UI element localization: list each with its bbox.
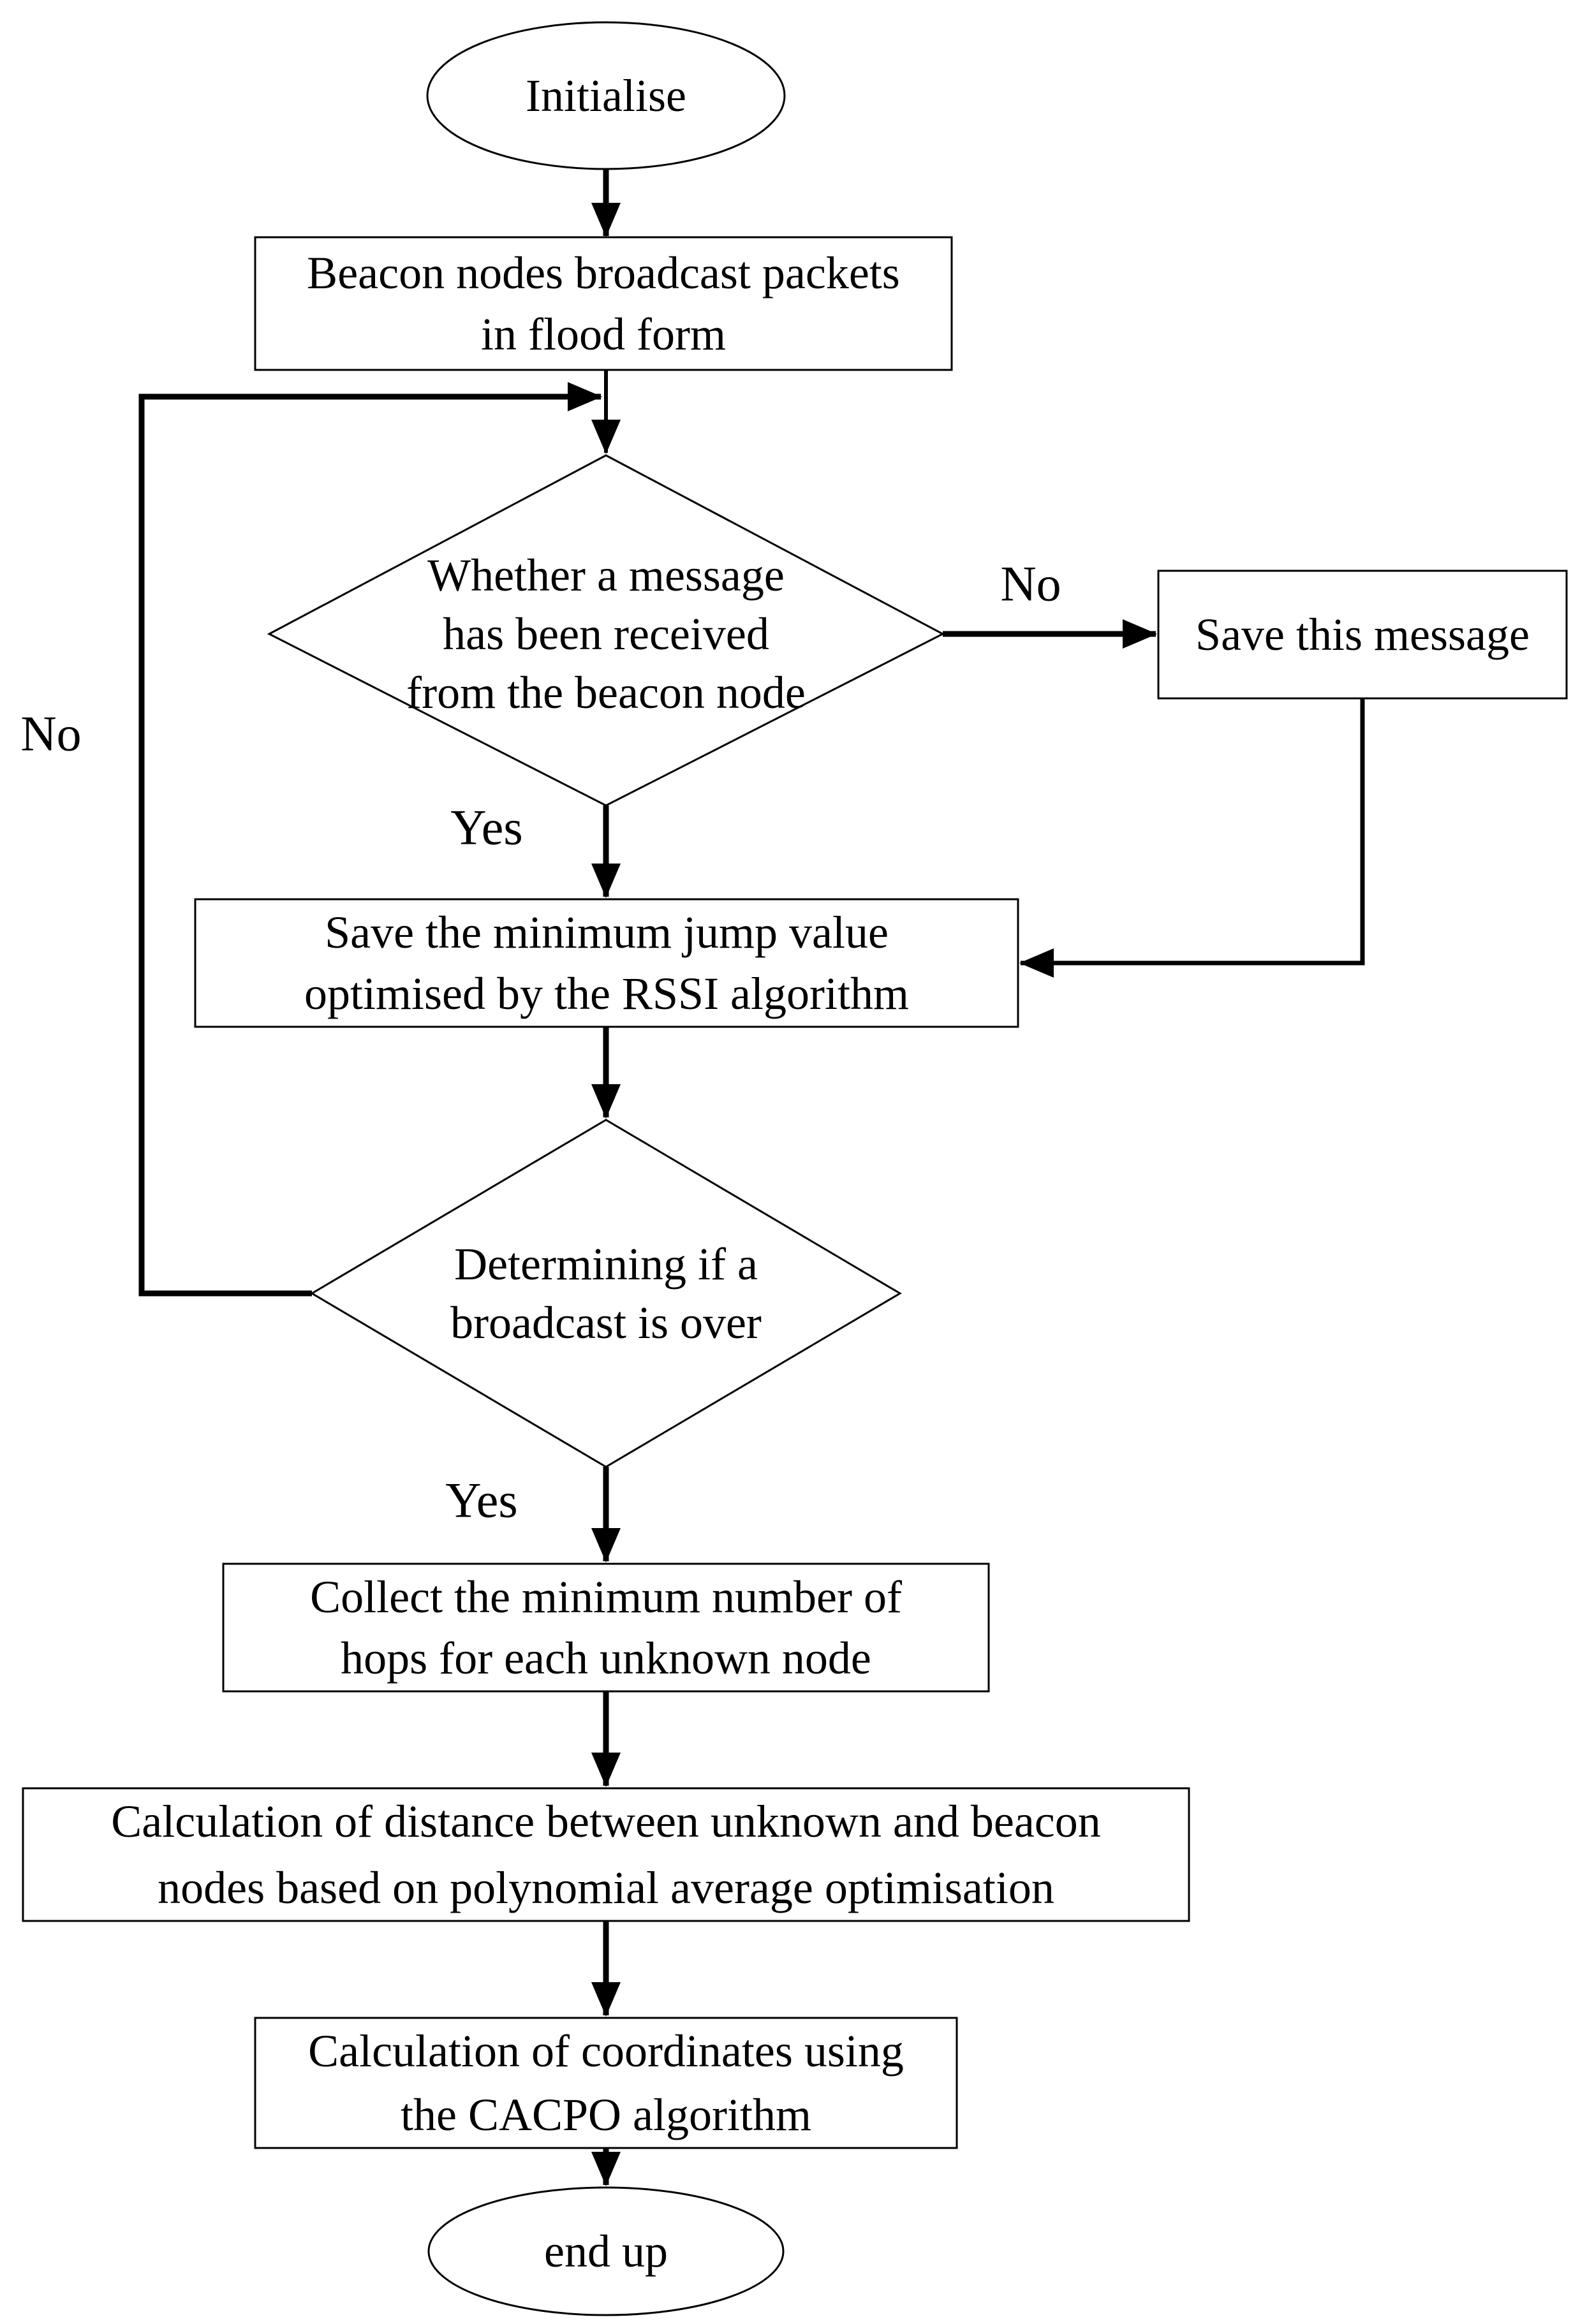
- broadcast-over-decision: [310, 1119, 902, 1468]
- save-message-node: [1157, 570, 1568, 700]
- calc-distance-node: [22, 1787, 1190, 1922]
- decision2-no-label: No: [20, 706, 81, 761]
- message-received-label-line1: Whether a message: [427, 550, 785, 601]
- message-received-label-line3: from the beacon node: [406, 667, 806, 718]
- broadcast-over-label-line1: Determining if a: [454, 1239, 758, 1290]
- broadcast-over-label-line2: broadcast is over: [450, 1297, 762, 1348]
- broadcast-node: [254, 236, 953, 371]
- collect-hops-label-line2: hops for each unknown node: [341, 1633, 871, 1684]
- collect-hops-node: [222, 1563, 990, 1693]
- decision1-yes-label: Yes: [450, 800, 523, 855]
- save-min-jump-label-line2: optimised by the RSSI algorithm: [304, 968, 909, 1019]
- start-node: [426, 21, 786, 170]
- arrow-savemessage-to-savejump: [1019, 698, 1365, 978]
- decision2-yes-label: Yes: [445, 1473, 518, 1528]
- message-received-label-line2: has been received: [443, 608, 769, 659]
- decision1-no-label: No: [1000, 556, 1061, 612]
- save-message-label: Save this message: [1195, 609, 1530, 660]
- end-node: [427, 2186, 785, 2316]
- save-min-jump-label-line1: Save the minimum jump value: [325, 907, 889, 958]
- calc-coordinates-label-line2: the CACPO algorithm: [401, 2089, 811, 2140]
- collect-hops-label-line1: Collect the minimum number of: [310, 1571, 902, 1622]
- start-node-label: Initialise: [526, 70, 686, 121]
- message-received-decision: [267, 454, 945, 807]
- calc-distance-label-line1: Calculation of distance between unknown …: [111, 1796, 1100, 1847]
- arrow-no-feedback-loop: [138, 382, 602, 1297]
- calc-coordinates-node: [254, 2017, 958, 2149]
- calc-distance-label-line2: nodes based on polynomial average optimi…: [158, 1862, 1054, 1913]
- save-min-jump-node: [194, 898, 1019, 1028]
- broadcast-node-label-line2: in flood form: [481, 309, 726, 360]
- broadcast-node-label-line1: Beacon nodes broadcast packets: [307, 247, 900, 298]
- calc-coordinates-label-line1: Calculation of coordinates using: [308, 2026, 904, 2077]
- end-node-label: end up: [544, 2226, 668, 2277]
